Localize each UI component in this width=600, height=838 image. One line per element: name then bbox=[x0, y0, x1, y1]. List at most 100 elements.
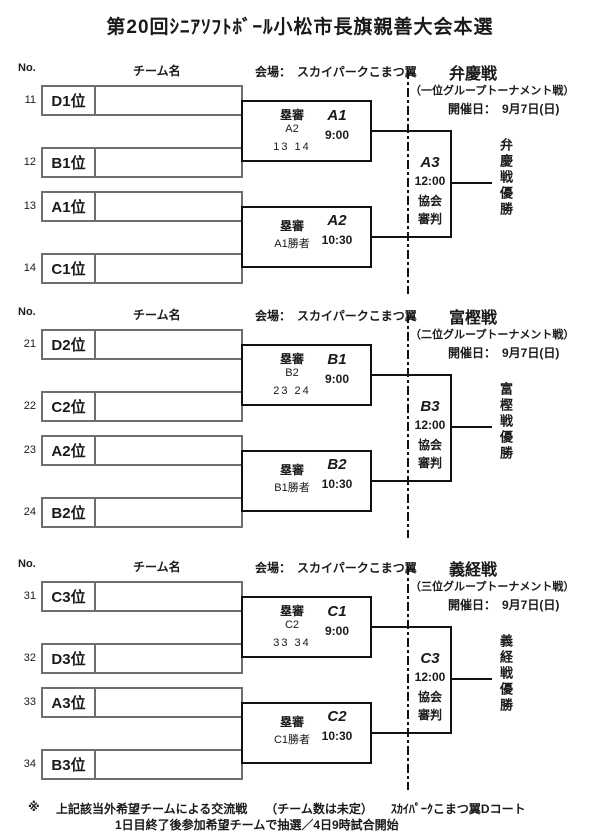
column-header-no: No. bbox=[18, 558, 36, 570]
umpire-value: C2 bbox=[284, 619, 300, 631]
entry-number: 23 bbox=[23, 444, 36, 456]
team-box: B1位 bbox=[41, 147, 243, 178]
final-referee-line1: 協会 bbox=[417, 690, 442, 704]
divider-dash-dot-line bbox=[407, 70, 409, 294]
battle-subtitle: （一位グループトーナメント戦） bbox=[410, 85, 575, 97]
column-header-no: No. bbox=[18, 62, 36, 74]
entry-number: 32 bbox=[23, 652, 36, 664]
game-time: 9:00 bbox=[324, 372, 350, 386]
seed-label: B1位 bbox=[43, 149, 96, 176]
venue-label: 会場： スカイパークこまつ翼 bbox=[255, 561, 417, 575]
umpire-label: 塁審 bbox=[279, 352, 304, 366]
final-referee-line1: 協会 bbox=[417, 194, 442, 208]
semifinal-1-connector bbox=[241, 100, 372, 162]
seed-label: D2位 bbox=[43, 331, 96, 358]
entry-number: 31 bbox=[23, 590, 36, 602]
champion-label: 弁慶戦優勝 bbox=[498, 138, 513, 218]
team-box: A2位 bbox=[41, 435, 243, 466]
event-date: 開催日： 9月7日(日) bbox=[448, 598, 560, 612]
game-code: C2 bbox=[327, 708, 347, 725]
team-box: D2位 bbox=[41, 329, 243, 360]
umpire-value: B2 bbox=[285, 367, 299, 379]
team-box: C3位 bbox=[41, 581, 243, 612]
battle-title: 義経戦 bbox=[448, 562, 497, 579]
seed-label: C2位 bbox=[43, 393, 96, 420]
team-name-cell bbox=[96, 149, 241, 176]
entry-number: 34 bbox=[23, 758, 36, 770]
bracket-togashi: No. チーム名 会場： スカイパークこまつ翼 富樫戦 （二位グループトーナメン… bbox=[0, 306, 600, 550]
entry-number: 22 bbox=[23, 400, 36, 412]
umpire-value: B1勝者 bbox=[274, 482, 310, 494]
bracket-yoshitsune: No. チーム名 会場： スカイパークこまつ翼 義経戦 （三位グループトーナメン… bbox=[0, 558, 600, 802]
entry-number: 33 bbox=[23, 696, 36, 708]
umpire-value: A1勝者 bbox=[274, 238, 310, 250]
battle-title: 弁慶戦 bbox=[448, 66, 497, 83]
final-code: A3 bbox=[420, 154, 440, 171]
winner-line-2 bbox=[372, 236, 452, 238]
footnote-marker: ※ bbox=[28, 800, 40, 814]
game-code: B2 bbox=[327, 456, 347, 473]
game-time: 9:00 bbox=[324, 128, 350, 142]
winner-line-1 bbox=[372, 626, 452, 628]
semifinal-2-connector bbox=[241, 702, 372, 764]
team-box: C2位 bbox=[41, 391, 243, 422]
team-name-cell bbox=[96, 87, 241, 114]
final-time: 12:00 bbox=[414, 670, 446, 684]
final-referee-line2: 審判 bbox=[417, 456, 442, 470]
champion-label: 富樫戦優勝 bbox=[498, 382, 513, 462]
team-box: D3位 bbox=[41, 643, 243, 674]
semifinal-1-connector bbox=[241, 596, 372, 658]
final-code: B3 bbox=[420, 398, 440, 415]
page-title: 第20回ｼﾆｱｿﾌﾄﾎﾞｰﾙ小松市長旗親善大会本選 bbox=[106, 17, 494, 38]
event-date: 開催日： 9月7日(日) bbox=[448, 346, 560, 360]
semifinal-2-connector bbox=[241, 206, 372, 268]
battle-subtitle: （二位グループトーナメント戦） bbox=[410, 329, 575, 341]
seed-label: B2位 bbox=[43, 499, 96, 526]
team-box: B2位 bbox=[41, 497, 243, 528]
team-name-cell bbox=[96, 751, 241, 778]
team-box: D1位 bbox=[41, 85, 243, 116]
seed-label: B3位 bbox=[43, 751, 96, 778]
final-code: C3 bbox=[420, 650, 440, 667]
final-winner-line bbox=[452, 426, 492, 428]
seed-label: D3位 bbox=[43, 645, 96, 672]
winner-line-1 bbox=[372, 130, 452, 132]
umpire-label: 塁審 bbox=[279, 219, 304, 233]
entry-number: 13 bbox=[23, 200, 36, 212]
game-numbers: 23 24 bbox=[273, 385, 311, 397]
game-numbers: 13 14 bbox=[273, 141, 311, 153]
seed-label: A3位 bbox=[43, 689, 96, 716]
team-name-cell bbox=[96, 499, 241, 526]
umpire-label: 塁審 bbox=[279, 715, 304, 729]
entry-number: 14 bbox=[23, 262, 36, 274]
game-numbers: 33 34 bbox=[273, 637, 311, 649]
team-name-cell bbox=[96, 393, 241, 420]
seed-label: C1位 bbox=[43, 255, 96, 282]
champion-label: 義経戦優勝 bbox=[498, 634, 513, 714]
seed-label: D1位 bbox=[43, 87, 96, 114]
footnote-line1: 上記該当外希望チームによる交流戦 （チーム数は未定） ｽｶｲﾊﾟｰｸこまつ翼Dコ… bbox=[56, 802, 526, 816]
entry-number: 24 bbox=[23, 506, 36, 518]
team-name-cell bbox=[96, 583, 241, 610]
entry-number: 21 bbox=[23, 338, 36, 350]
game-code: C1 bbox=[327, 603, 347, 620]
final-referee-line2: 審判 bbox=[417, 708, 442, 722]
event-date: 開催日： 9月7日(日) bbox=[448, 102, 560, 116]
umpire-label: 塁審 bbox=[279, 604, 304, 618]
final-referee-line2: 審判 bbox=[417, 212, 442, 226]
venue-label: 会場： スカイパークこまつ翼 bbox=[255, 309, 417, 323]
final-winner-line bbox=[452, 182, 492, 184]
divider-dash-dot-line bbox=[407, 566, 409, 790]
final-referee-line1: 協会 bbox=[417, 438, 442, 452]
final-connector bbox=[450, 374, 452, 482]
semifinal-2-connector bbox=[241, 450, 372, 512]
footnote-line2: 1日目終了後参加希望チームで抽選／4日9時試合開始 bbox=[115, 818, 399, 832]
column-header-team: チーム名 bbox=[133, 308, 181, 322]
semifinal-1-connector bbox=[241, 344, 372, 406]
venue-label: 会場： スカイパークこまつ翼 bbox=[255, 65, 417, 79]
umpire-label: 塁審 bbox=[279, 108, 304, 122]
game-time: 10:30 bbox=[321, 729, 353, 743]
seed-label: A2位 bbox=[43, 437, 96, 464]
column-header-team: チーム名 bbox=[133, 560, 181, 574]
game-code: B1 bbox=[327, 351, 347, 368]
